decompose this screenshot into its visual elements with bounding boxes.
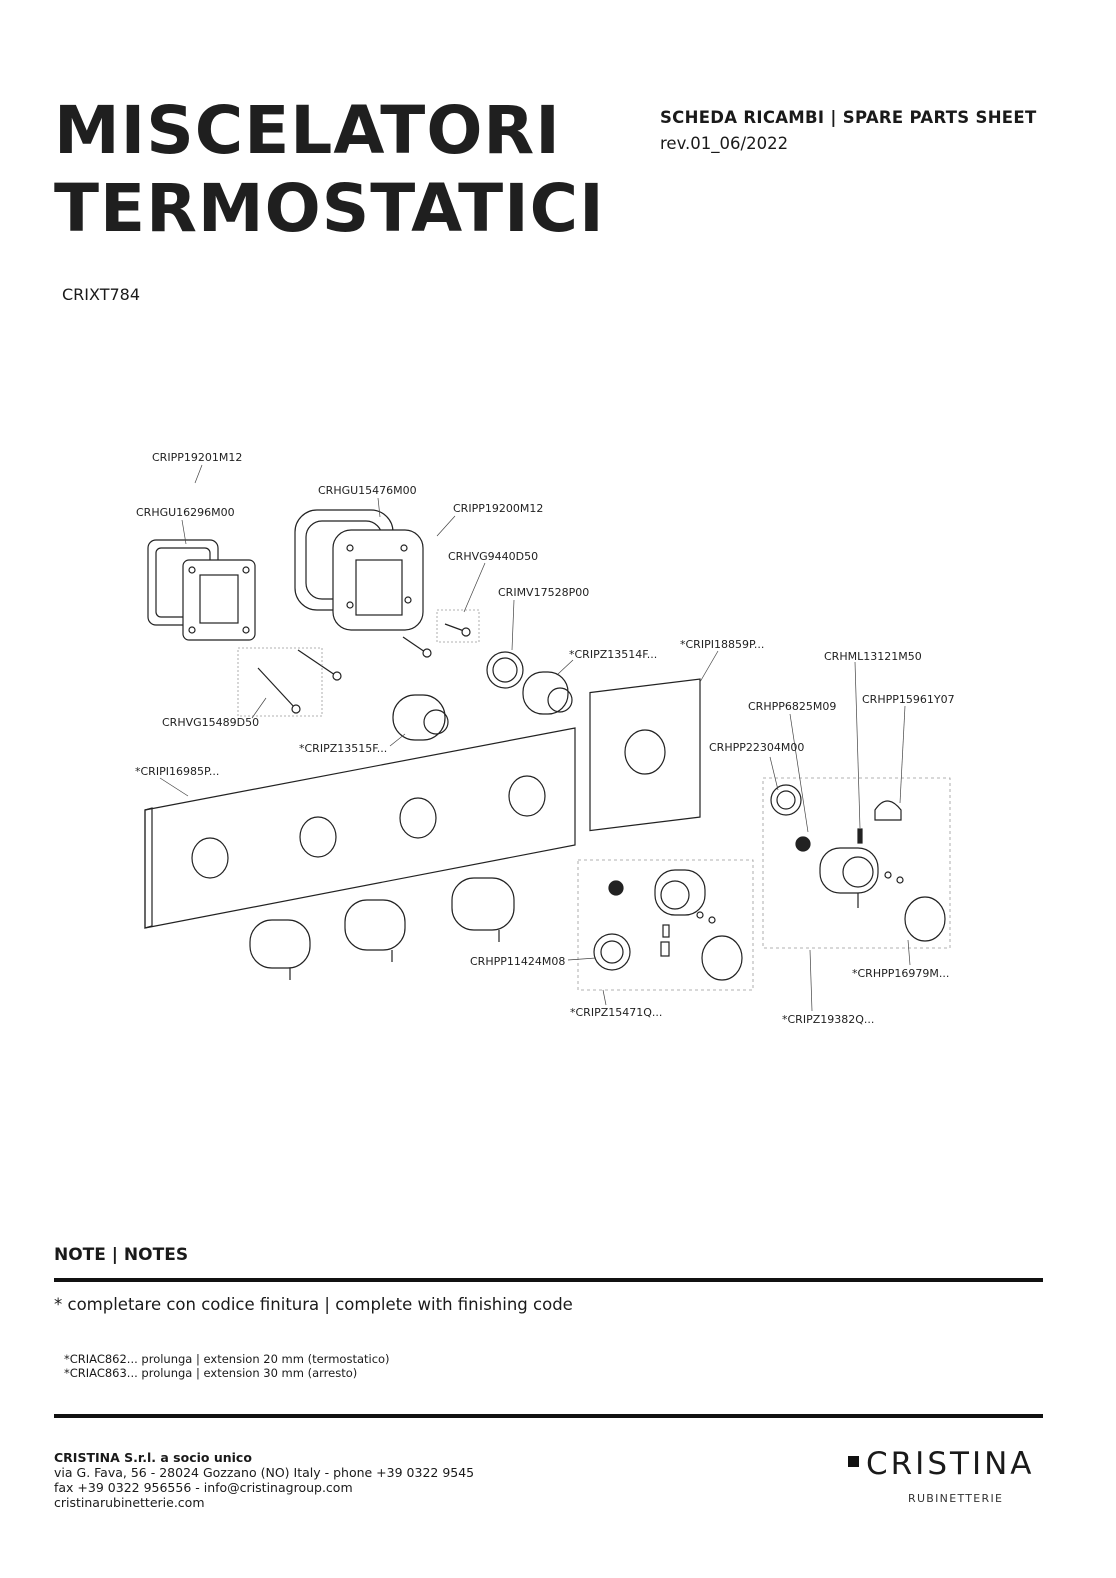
divider [54, 1278, 1043, 1282]
title-line-2: TERMOSTATICI [54, 170, 605, 247]
brand-name: CRISTINA [866, 1446, 1035, 1482]
part-label: CRHGU15476M00 [318, 484, 417, 497]
part-label: CRHPP6825M09 [748, 700, 836, 713]
brand-logo: CRISTINA RUBINETTERIE [848, 1446, 1048, 1510]
part-label: CRHPP11424M08 [470, 955, 565, 968]
part-label: *CRHPP16979M... [852, 967, 949, 980]
notes-line: *CRIAC863... prolunga | extension 30 mm … [64, 1366, 358, 1380]
notes-line: *CRIAC862... prolunga | extension 20 mm … [64, 1352, 390, 1366]
part-label: *CRIPZ19382Q... [782, 1013, 874, 1026]
company-address: via G. Fava, 56 - 28024 Gozzano (NO) Ita… [54, 1465, 475, 1480]
part-label: CRHPP22304M00 [709, 741, 804, 754]
part-label: *CRIPI16985P... [135, 765, 219, 778]
company-fax: fax +39 0322 956556 - info@cristinagroup… [54, 1480, 353, 1495]
title-line-1: MISCELATORI [54, 92, 561, 169]
part-label: CRHVG9440D50 [448, 550, 538, 563]
company-website: cristinarubinetterie.com [54, 1495, 205, 1510]
part-label: CRHGU16296M00 [136, 506, 235, 519]
part-label: CRHPP15961Y07 [862, 693, 955, 706]
part-label: CRHML13121M50 [824, 650, 922, 663]
part-label: *CRIPZ13514F... [569, 648, 657, 661]
sheet-label: SCHEDA RICAMBI | SPARE PARTS SHEET [660, 108, 1037, 127]
part-label: *CRIPI18859P... [680, 638, 764, 651]
company-info: CRISTINA S.r.l. a socio unico via G. Fav… [54, 1450, 474, 1510]
part-label: CRIPP19201M12 [152, 451, 242, 464]
divider [54, 1414, 1043, 1418]
notes-main-text: * completare con codice finitura | compl… [54, 1295, 573, 1314]
brand-subtitle: RUBINETTERIE [908, 1492, 1004, 1505]
page-title: MISCELATORI TERMOSTATICI [54, 92, 605, 248]
part-label: CRIMV17528P00 [498, 586, 589, 599]
notes-heading: NOTE | NOTES [54, 1245, 189, 1265]
company-name: CRISTINA S.r.l. a socio unico [54, 1450, 252, 1465]
product-code: CRIXT784 [62, 285, 140, 304]
part-label: CRHVG15489D50 [162, 716, 259, 729]
logo-square-icon [848, 1456, 859, 1467]
part-label: CRIPP19200M12 [453, 502, 543, 515]
revision-label: rev.01_06/2022 [660, 134, 789, 153]
exploded-parts-diagram: CRIPP19201M12 CRHGU15476M00 CRHGU16296M0… [135, 451, 955, 1026]
part-label: *CRIPZ13515F... [299, 742, 387, 755]
part-label: *CRIPZ15471Q... [570, 1006, 662, 1019]
